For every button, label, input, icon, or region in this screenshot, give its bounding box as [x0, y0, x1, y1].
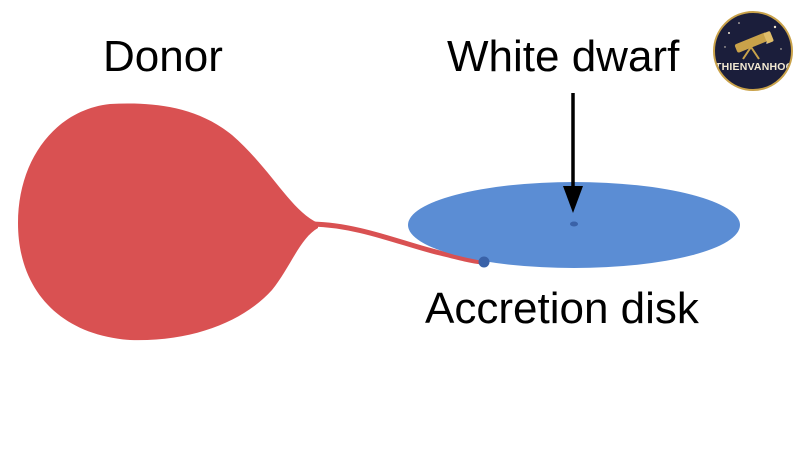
logo-text: THIENVANHOC [715, 61, 793, 73]
donor-label: Donor [103, 32, 223, 81]
donor-star [18, 103, 318, 341]
white-dwarf [570, 221, 578, 227]
arrow-head [563, 186, 583, 213]
accretion-disk-label: Accretion disk [425, 284, 699, 333]
white-dwarf-label: White dwarf [447, 32, 680, 81]
mass-transfer-stream [309, 221, 486, 265]
site-logo: THIENVANHOC [713, 11, 793, 91]
hot-spot [478, 256, 490, 268]
telescope-icon [724, 22, 782, 60]
